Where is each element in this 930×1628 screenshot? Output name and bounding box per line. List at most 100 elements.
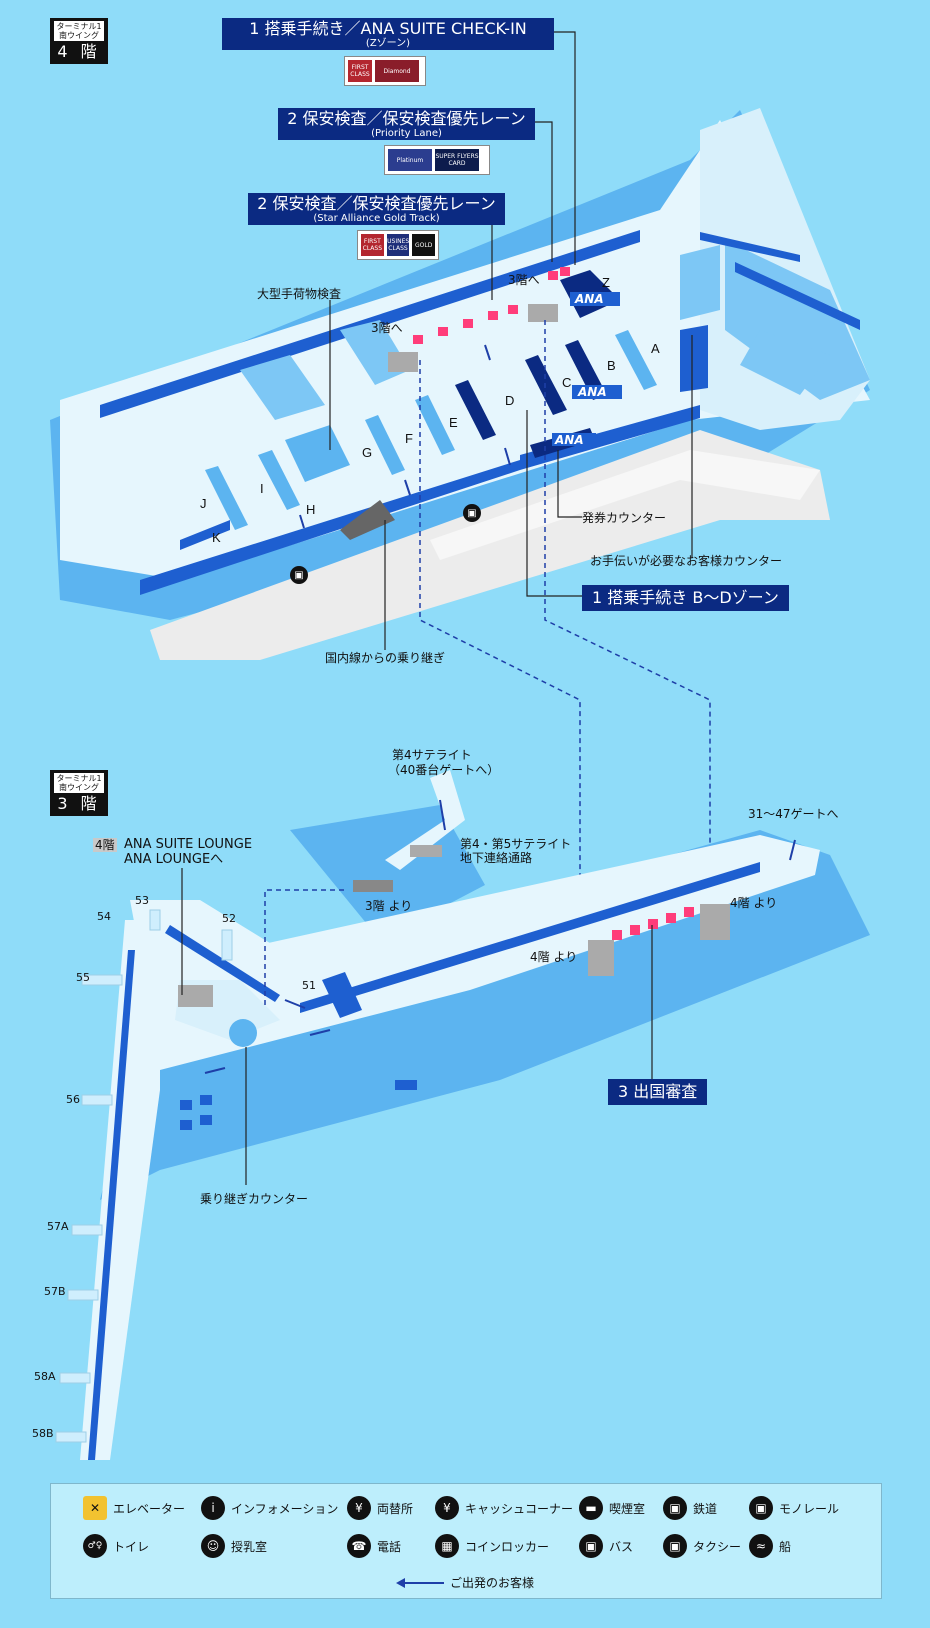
gate-51: 51 <box>302 979 316 992</box>
header-immigration-label: 3 出国審査 <box>618 1082 698 1101</box>
zone-K: K <box>212 530 221 545</box>
4f-lobby-box-3 <box>240 355 325 420</box>
gate-jetways <box>55 909 233 1443</box>
card-first-class: FIRST CLASS <box>348 60 372 82</box>
gate-57A: 57A <box>47 1220 69 1233</box>
escalator-mid-3f <box>588 940 614 976</box>
legend-item-elevator: ✕エレベーター <box>83 1496 185 1520</box>
label-to-3f-right: 3階へ <box>508 273 540 287</box>
card-super-flyers: SUPER FLYERS CARD <box>435 149 479 171</box>
cards-suite: FIRST CLASS Diamond <box>344 56 426 86</box>
legend-label-toilet: トイレ <box>113 1539 150 1554</box>
3f-pier <box>80 920 160 1460</box>
label-tunnel-2: 地下連絡通路 <box>460 851 533 865</box>
label-gates-to: 31～47ゲートへ <box>748 807 839 821</box>
legend-item-nursing: ☺授乳室 <box>201 1534 267 1558</box>
legend-item-taxi: ▣ タクシー <box>663 1534 741 1558</box>
nursing-room-icon: ☺ <box>201 1534 225 1558</box>
roadway-bus-stop: ▣ <box>463 504 481 522</box>
4f-back-wall-far <box>735 262 860 330</box>
ana-logo-c: ANA <box>578 385 607 399</box>
legend-item-smoking: ▬ 喫煙室 <box>579 1496 645 1520</box>
4f-back-wall-right <box>700 232 800 262</box>
label-tunnel-1: 第4・第5サテライト <box>460 837 572 851</box>
label-lounge-floor: 4階 <box>93 838 119 852</box>
ana-plate-z <box>570 292 620 306</box>
taxi-icon: ▣ <box>663 1534 687 1558</box>
label-from-4f-mid: 4階 より <box>530 950 577 964</box>
header-checkin-suite-sub: (Zゾーン) <box>365 38 411 49</box>
gate-54: 54 <box>97 910 111 923</box>
zone-G: G <box>362 445 373 460</box>
legend-item-ship: ≈船 <box>749 1534 791 1558</box>
floor-4f-plan <box>50 31 870 930</box>
legend-item-atm: ¥キャッシュコーナー <box>435 1496 573 1520</box>
label-to-3f-left: 3階へ <box>371 321 403 335</box>
label-domestic-transfer: 国内線からの乗り継ぎ <box>325 651 446 665</box>
legend-label-telephone: 電話 <box>377 1539 402 1554</box>
legend-label-ship: 船 <box>779 1539 792 1554</box>
cards-priority: Platinum SUPER FLYERS CARD <box>384 145 490 175</box>
legend-item-monorail: ▣モノレール <box>749 1496 839 1520</box>
route-arrow-icon <box>396 1577 444 1588</box>
legend-label-exchange: 両替所 <box>377 1501 414 1516</box>
label-satellite-4: 第4サテライト <box>392 748 472 762</box>
label-lounge-1: ANA SUITE LOUNGE <box>124 837 253 852</box>
counter-island-G <box>365 415 405 475</box>
gate-55: 55 <box>76 971 90 984</box>
floor-3f-plan <box>55 770 870 1460</box>
ana-plate-c <box>572 385 622 399</box>
gate-53: 53 <box>135 894 149 907</box>
legend-label-taxi: タクシー <box>693 1539 742 1554</box>
header-priority-lane-sub: (Priority Lane) <box>371 128 442 139</box>
header-checkin-bd: 1 搭乗手続き B～Dゾーン <box>582 585 789 611</box>
legend-item-exchange: ¥両替所 <box>347 1496 413 1520</box>
toilet-icon: ♂♀ <box>83 1534 107 1558</box>
4f-roadway-ramp <box>430 450 820 560</box>
gate-58A: 58A <box>34 1370 56 1383</box>
floor-badge-3f-tag: ターミナル1 南ウイング <box>54 773 104 793</box>
4f-left-wall <box>180 520 230 550</box>
escalator-lounge <box>178 985 213 1007</box>
gate-51-block <box>322 972 362 1018</box>
card-diamond: Diamond <box>375 60 419 82</box>
gate-57B: 57B <box>44 1285 66 1298</box>
satellite-corridor <box>385 770 465 870</box>
label-transfer-counter: 乗り継ぎカウンター <box>200 1192 309 1206</box>
legend-item-telephone: ☎電話 <box>347 1534 401 1558</box>
zone-D: D <box>505 393 515 408</box>
legend-item-bus: ▣バス <box>579 1534 633 1558</box>
bus-icon: ▣ <box>579 1534 603 1558</box>
3f-head-wall <box>165 925 280 1002</box>
header-immigration: 3 出国審査 <box>608 1079 708 1105</box>
label-from-3f-text: 3階 より <box>365 899 413 913</box>
zone-F: F <box>405 431 413 446</box>
floor-badge-4f-label: 4 階 <box>57 42 101 61</box>
escalator-satellite <box>410 845 442 857</box>
zone-E: E <box>449 415 458 430</box>
3f-pier-wall <box>88 950 135 1460</box>
departure-route-arrows-4f <box>299 344 511 529</box>
transfer-counter <box>229 1019 257 1047</box>
card-business: BUSINESS CLASS <box>386 234 410 256</box>
information-icon: i <box>201 1496 225 1520</box>
label-from-4f-mid-text: 4階 より <box>530 950 578 964</box>
monorail-icon: ▣ <box>749 1496 773 1520</box>
ana-logo-d: ANA <box>555 433 584 447</box>
legend-item-train: ▣鉄道 <box>663 1496 717 1520</box>
header-priority-lane-label: 2 保安検査／保安検査優先レーン <box>287 109 526 128</box>
card-gold: GOLD <box>412 234 436 256</box>
4f-front-wall-right <box>520 405 700 470</box>
floor-badge-4f-tag: ターミナル1 南ウイング <box>54 21 104 41</box>
departure-route-arrows-3f <box>204 799 796 1074</box>
escalator-3f-from <box>353 880 393 892</box>
header-checkin-bd-label: 1 搭乗手続き B～Dゾーン <box>592 588 779 607</box>
legend-label-atm: キャッシュコーナー <box>465 1501 574 1516</box>
floor-connector-lines <box>419 320 711 930</box>
train-icon: ▣ <box>663 1496 687 1520</box>
legend-label-smoking: 喫煙室 <box>609 1501 646 1516</box>
smoking-room-icon: ▬ <box>579 1496 603 1520</box>
